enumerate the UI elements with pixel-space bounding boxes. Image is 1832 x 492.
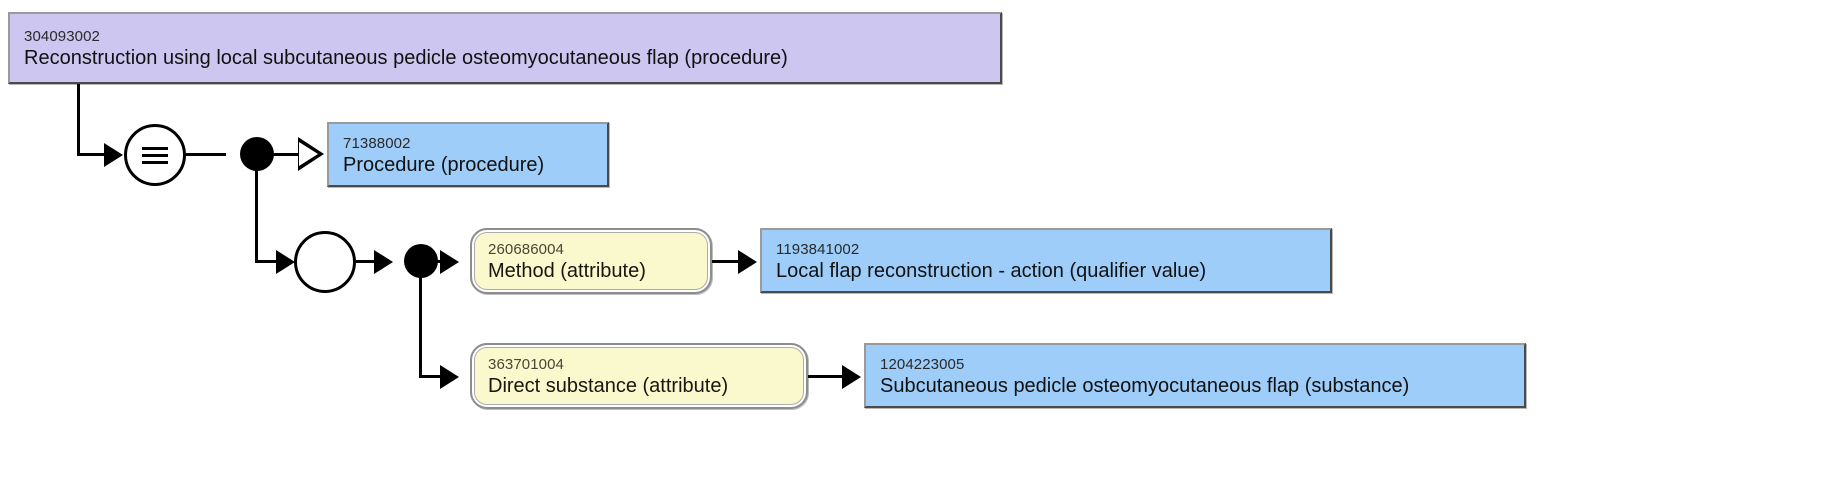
value-box-method-target[interactable]: 1193841002 Local flap reconstruction - a… — [760, 228, 1332, 293]
arrowhead-root-to-equivalence — [104, 143, 123, 167]
is-a-target-sctid: 71388002 — [343, 134, 411, 152]
value-direct-substance-sctid: 1204223005 — [880, 355, 965, 373]
arrowhead-direct-substance-to-value — [842, 365, 861, 389]
arrowhead-method-to-value — [738, 250, 757, 274]
connector-method-to-value — [712, 260, 750, 263]
value-method-term: Local flap reconstruction - action (qual… — [776, 259, 1207, 282]
value-direct-substance-term: Subcutaneous pedicle osteomyocutaneous f… — [880, 374, 1410, 397]
role-group-node[interactable] — [294, 231, 356, 293]
conjunction-node-top[interactable] — [240, 137, 274, 171]
equivalence-node[interactable] — [124, 124, 186, 186]
attribute-box-method[interactable]: 260686004 Method (attribute) — [470, 228, 712, 294]
conjunction-node-bottom[interactable] — [404, 244, 438, 278]
attribute-method-term: Method (attribute) — [488, 260, 646, 282]
connector-conjunction-to-directsubstance-horizontal — [419, 375, 443, 378]
attribute-box-direct-substance[interactable]: 363701004 Direct substance (attribute) — [470, 343, 808, 409]
attribute-direct-substance-term: Direct substance (attribute) — [488, 375, 729, 397]
attribute-direct-substance-sctid: 363701004 — [488, 356, 564, 373]
is-a-target-box[interactable]: 71388002 Procedure (procedure) — [327, 122, 609, 187]
connector-root-to-equivalence-vertical — [77, 84, 80, 153]
attribute-method-sctid: 260686004 — [488, 241, 564, 258]
connector-rolegroup-to-conjunction — [356, 260, 378, 263]
equivalent-to-icon — [142, 143, 168, 168]
root-concept-term: Reconstruction using local subcutaneous … — [24, 47, 788, 69]
connector-equivalence-to-conjunction — [186, 153, 226, 156]
connector-conjunction-to-rolegroup-vertical — [255, 168, 258, 262]
arrowhead-rolegroup-to-conjunction — [374, 250, 393, 274]
connector-direct-substance-to-value — [808, 375, 858, 378]
arrowhead-to-rolegroup — [276, 250, 295, 274]
connector-conjunction-to-isa — [272, 153, 298, 156]
arrowhead-is-a-hollow — [298, 137, 324, 171]
root-concept-box[interactable]: 304093002 Reconstruction using local sub… — [8, 12, 1002, 84]
arrowhead-to-direct-substance-attribute — [440, 365, 459, 389]
root-concept-sctid: 304093002 — [24, 28, 100, 45]
connector-root-to-equivalence-horizontal — [77, 153, 106, 156]
value-method-sctid: 1193841002 — [776, 240, 860, 258]
arrowhead-to-method-attribute — [440, 250, 459, 274]
is-a-target-term: Procedure (procedure) — [343, 153, 545, 176]
value-box-direct-substance-target[interactable]: 1204223005 Subcutaneous pedicle osteomyo… — [864, 343, 1526, 408]
connector-conjunction-to-directsubstance-vertical — [419, 274, 422, 377]
connector-conjunction-to-rolegroup-horizontal — [255, 260, 279, 263]
